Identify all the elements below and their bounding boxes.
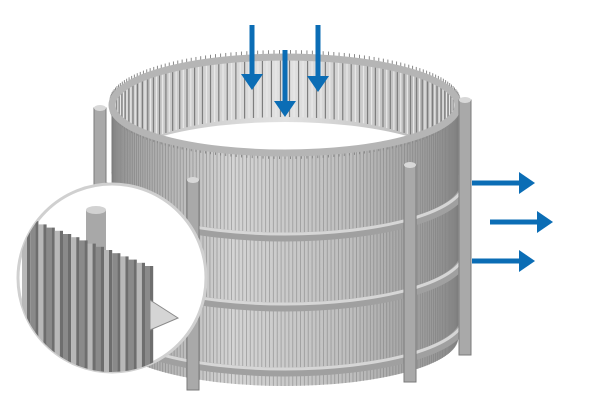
wedge-profile (149, 299, 180, 331)
right-arrow-icon (519, 250, 535, 272)
inset-wire (63, 234, 68, 372)
inset-wire (120, 256, 126, 372)
inset-wire-shadow (133, 259, 137, 372)
inset-wire-shadow (125, 256, 129, 372)
inset-wire-shadow (141, 262, 145, 372)
inset-wire (38, 224, 44, 372)
right-arrow-icon (537, 211, 553, 233)
support-rod (458, 99, 472, 356)
down-arrow-icon (241, 74, 263, 90)
inset-wire-shadow (35, 221, 39, 372)
rod-cap (459, 97, 471, 103)
inset-wire (95, 246, 101, 372)
inset-wire-shadow (84, 240, 88, 372)
inset-wire-shadow (76, 237, 80, 372)
rod-cap (404, 162, 416, 168)
inset-wire-shadow (92, 243, 96, 372)
inset-wire (22, 218, 27, 372)
inset-rod-cap (86, 206, 106, 214)
inset-wire-shadow (117, 253, 121, 372)
down-arrow-icon (274, 101, 296, 117)
inset-wire (87, 243, 93, 372)
rod-cap (187, 177, 199, 183)
inset-wire (104, 250, 109, 372)
flow-arrows (241, 25, 553, 272)
inset-wire (145, 266, 150, 372)
rod-cap (94, 105, 106, 111)
inset-wire-shadow (100, 246, 104, 372)
inset-wire (79, 240, 85, 372)
inset-wire (128, 259, 134, 372)
inset-wire-shadow (68, 234, 72, 372)
right-arrow-icon (519, 172, 535, 194)
inset-wire-shadow (109, 250, 113, 372)
inset-wire (112, 253, 118, 372)
inset-wire (46, 227, 52, 372)
inset-wire (30, 221, 36, 372)
inset-wire-shadow (27, 218, 31, 372)
inset-wire-shadow (51, 227, 55, 372)
inset-wire (136, 262, 142, 372)
down-arrow-icon (307, 76, 329, 92)
inset-wire-shadow (59, 230, 63, 372)
detail-inset (16, 182, 208, 374)
inset-wire (54, 230, 60, 372)
inset-wire (71, 237, 77, 372)
support-rod (403, 164, 417, 383)
wedge-wire-detail (22, 206, 180, 372)
inset-wire-shadow (43, 224, 47, 372)
